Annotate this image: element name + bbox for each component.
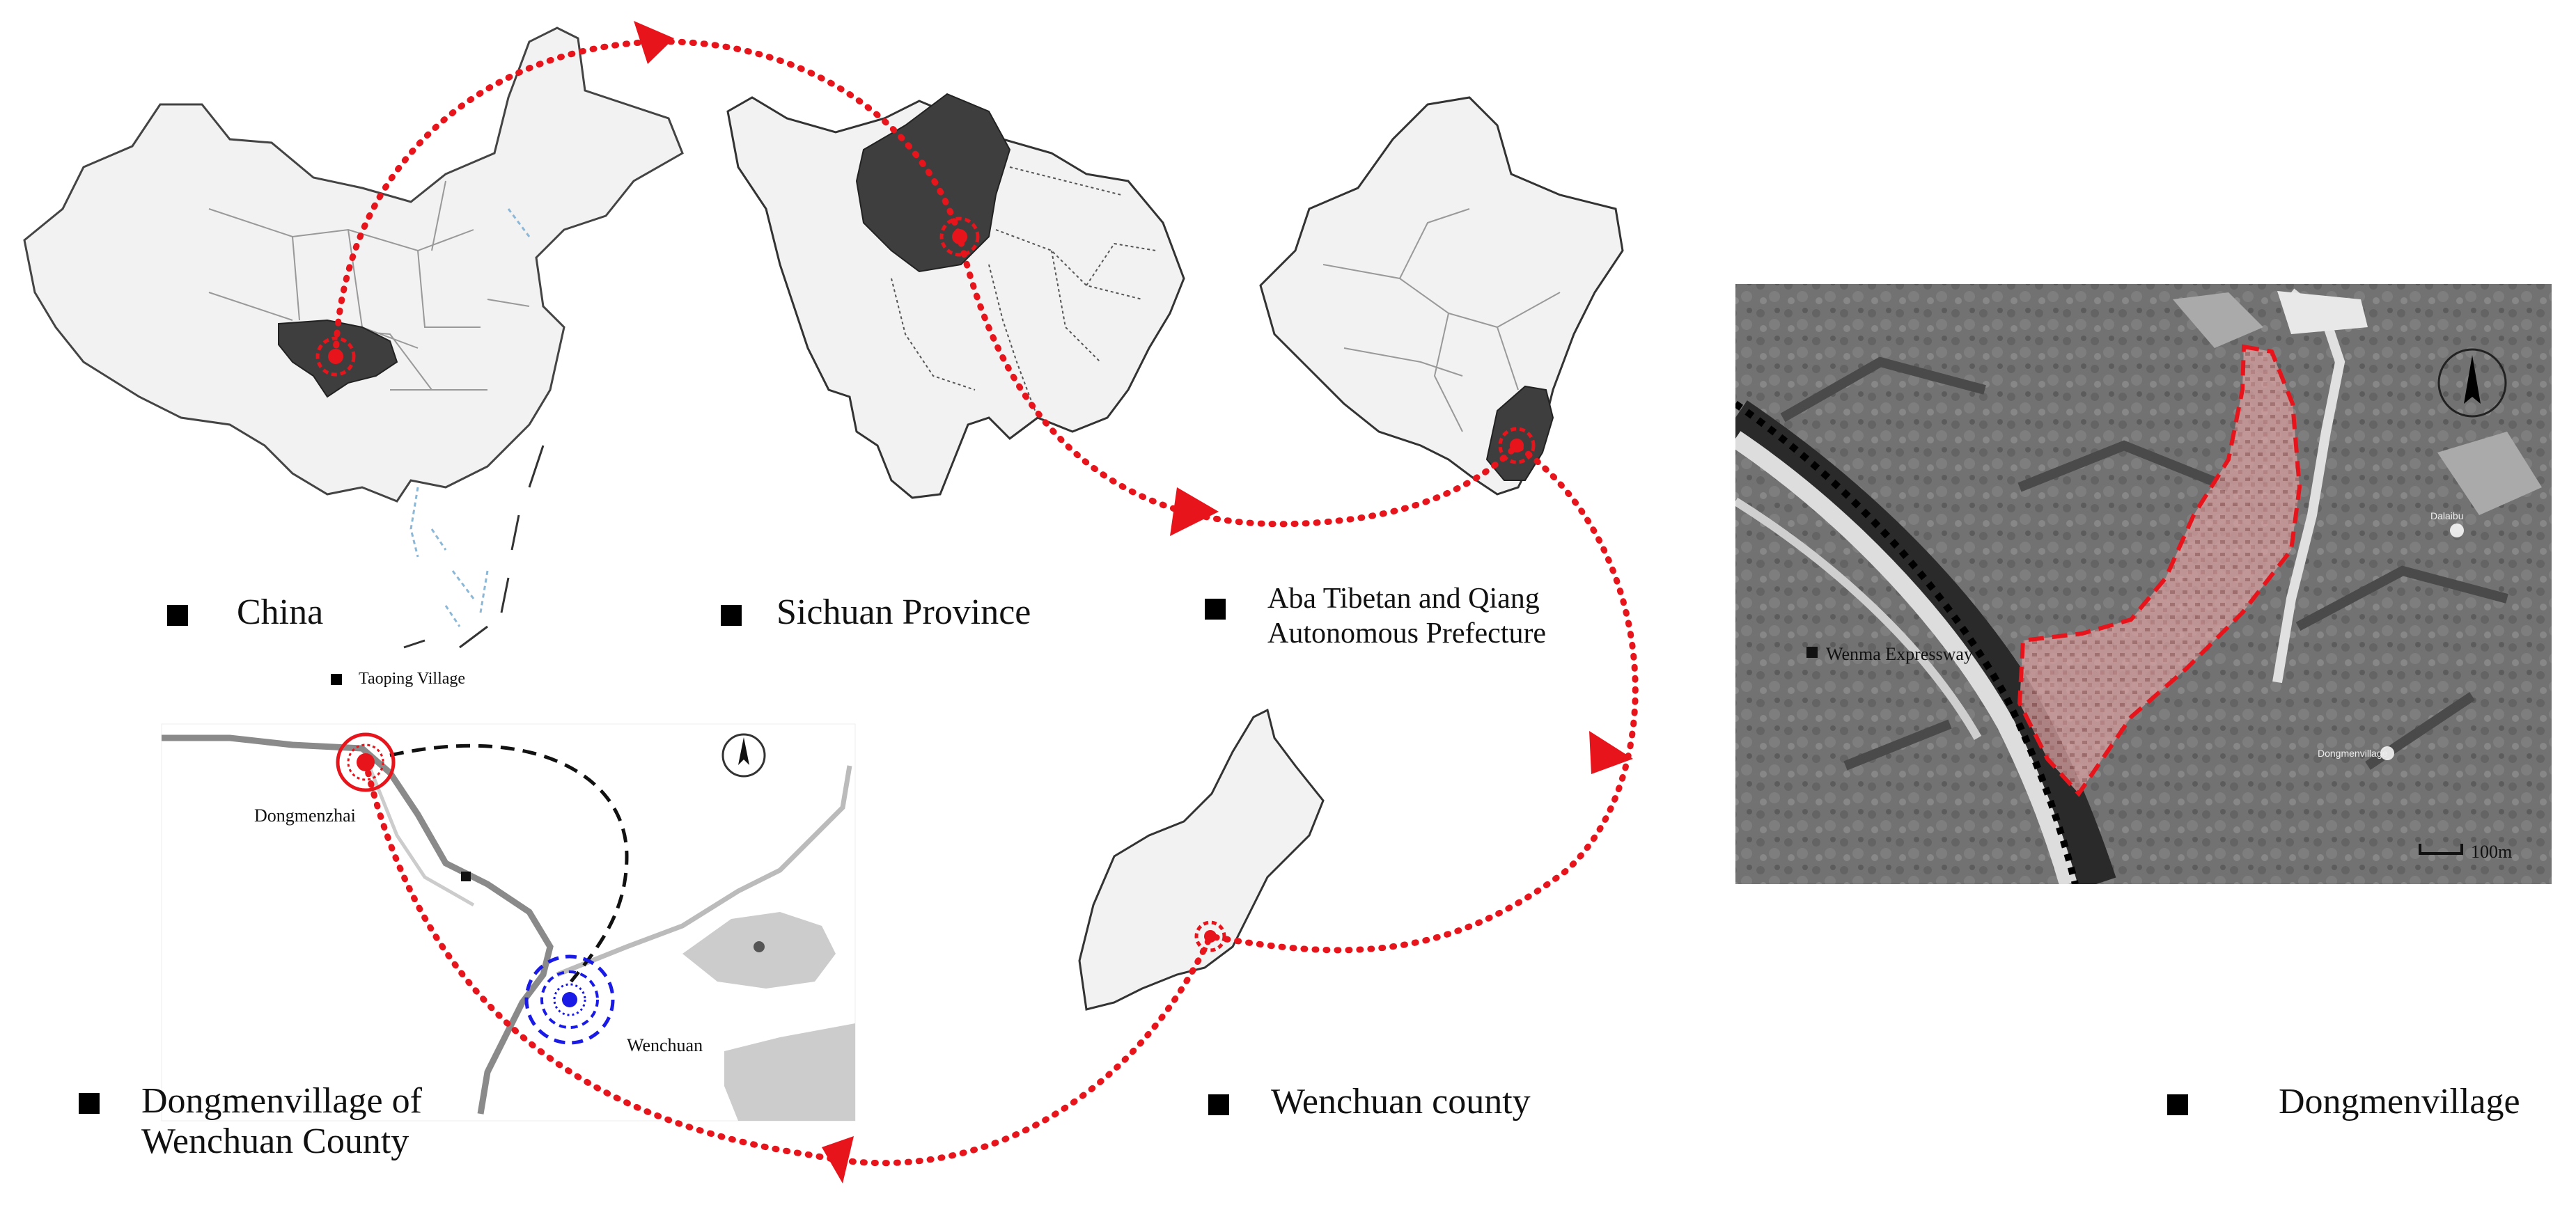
china-coast-islands [409,208,531,627]
grey-zone-2 [724,1023,855,1121]
dongmenvillage-label: Dongmenvillage [2167,1081,2520,1122]
poi-marker [2450,524,2464,537]
expressway-label-square [1806,647,1818,658]
label-square-icon [1205,599,1226,620]
wenchuan-label: Wenchuan [627,1035,703,1055]
sichuan-prefecture-lines [891,166,1157,418]
location-target-icon [524,954,615,1045]
china-map [23,26,684,649]
label-square-icon [167,605,188,627]
sichuan-map [726,93,1185,499]
village-overlay [2017,344,2302,797]
taoping-label: Taoping Village [331,670,465,688]
label-square-icon [2167,1094,2188,1116]
dongmenzhai-label: Dongmenzhai [254,805,356,826]
village-point [461,872,471,881]
route-arrow-icon [1170,487,1219,536]
black-route [389,743,629,983]
river-branch [556,765,852,977]
north-arrow-icon [721,733,766,778]
route-arrow-icon [634,21,674,64]
north-arrow-icon [2437,348,2507,418]
sat-buildings [2277,291,2368,334]
sat-expressway-2 [1735,497,1982,740]
wenma-label: Wenma Expressway [1826,644,1973,664]
label-square-icon [79,1093,100,1114]
aba-outline [1259,96,1624,496]
sat-rail-line [1735,400,2079,884]
satellite-image [1735,284,2552,884]
sat-light-patches [2173,292,2542,515]
poi-marker [2380,746,2394,760]
road-line [367,765,475,907]
route-arrow-icon [1589,731,1633,774]
dongmen-route-map [161,723,856,1122]
wenchuan-county-label: Wenchuan county [1208,1081,1531,1122]
china-nine-dash-line [403,445,545,649]
sichuan-label: Sichuan Province [721,592,1031,633]
wenchuan-outline [1078,708,1325,1011]
label-square-icon [331,674,342,686]
red-route [332,21,1639,1183]
scale-bar [2419,844,2463,855]
china-label: China [167,592,323,633]
sat-ridges [1780,356,2508,771]
aba-county-lines [1322,208,1561,432]
aba-map [1259,96,1624,496]
sat-poi-label-2: Dongmenvillage [2318,748,2388,759]
wenchuan-county-map [1078,708,1325,1011]
poi-marker [754,941,765,952]
sat-valley [1735,400,2116,884]
sat-poi-label-1: Dalaibu [2430,510,2463,521]
label-square-icon [721,605,742,627]
route-arrow-icon [822,1136,854,1183]
sat-expressway [1735,431,2077,884]
scale-label: 100m [2471,842,2512,862]
label-square-icon [1208,1094,1229,1116]
river-main [162,734,554,1115]
